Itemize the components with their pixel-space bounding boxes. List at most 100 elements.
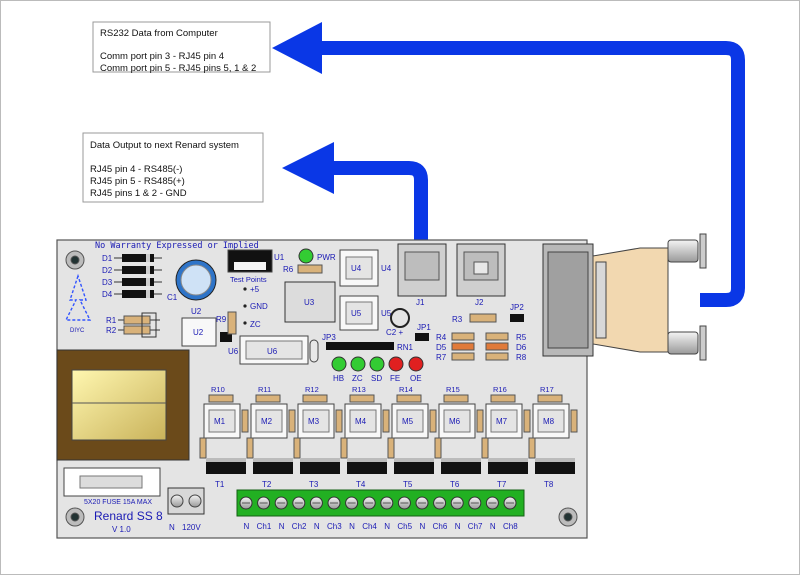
logo-text: DIYC [70,328,85,334]
triac-label: T2 [262,480,272,489]
channel-gate-resistor [429,409,437,433]
resistor-network-rn1: RN1 [340,342,414,352]
channel-section: R10M1T1R11M2T2R12M3T3R13M4T4R14M5T5R15M6… [199,385,578,489]
channel-resistor-label: R17 [540,385,554,394]
led-hb: HB [331,356,347,383]
channel-resistor-label: R14 [399,385,413,394]
diyc-logo: DIYC [64,273,92,334]
diode-array: D1 D2 D3 D4 [102,254,162,299]
test-points: +5 GND ZC [243,285,268,329]
channel-snubber-resistor [528,437,536,459]
diode-d1: D1 [102,254,162,263]
terminal-label: Ch2 [292,522,307,531]
capacitor-c1: C1 [167,259,217,302]
fuse-holder: 5X20 FUSE 15A MAX [63,467,161,506]
resistor-r3: R3 [452,313,497,324]
output-callout-title: Data Output to next Renard system [90,140,239,151]
diode-label: D2 [102,266,113,275]
test-points-title: Test Points [230,275,267,284]
u5-label: U5 [381,309,392,318]
triac-label: T4 [356,480,366,489]
channel-resistor [490,394,516,403]
regulator-u1: U1 Test Points [227,249,285,284]
power-terminal-label: N [169,523,175,532]
channel-gate-resistor [382,409,390,433]
chip-u3: U3 [284,281,336,323]
opto-chip [302,409,330,433]
channel-gate-resistor [288,409,296,433]
channel-resistor [349,394,375,403]
db9-connector [542,233,707,361]
led-label: OE [410,374,422,383]
input-arrow-path [700,255,745,307]
channel-resistor [396,394,422,403]
triac-tab [441,458,481,462]
triac-label: T8 [544,480,554,489]
terminal-label: Ch3 [327,522,342,531]
terminal-label: Ch6 [433,522,448,531]
terminal-label: N [244,522,250,531]
terminal-label: N [490,522,496,531]
jumper-jp1: JP1 [415,323,431,341]
terminal-label: Ch8 [503,522,518,531]
part-label-left: R7 [436,353,447,362]
channel-resistor [208,394,234,403]
pwr-led: PWR R6 [283,248,336,274]
rj45-j2: J2 [456,243,506,307]
resistor-label: R2 [106,326,117,335]
part-label-right: R8 [516,353,527,362]
opto-u2: U2 U2 [181,307,232,347]
diode-label: D4 [102,290,113,299]
u2-label-top: U2 [191,307,202,316]
led-label: FE [390,374,400,383]
chip-u4: U4 U4 [339,249,392,287]
j1-label: J1 [416,298,425,307]
part-label-left: R4 [436,333,447,342]
channel-gate-resistor [241,409,249,433]
triac-tab [535,458,575,462]
input-arrow-main [322,41,745,288]
opto-chip [490,409,518,433]
diode-d3: D3 [102,278,162,287]
test-point-label: +5 [250,285,260,294]
channel-gate-resistor [335,409,343,433]
j2-label: J2 [475,298,484,307]
opto-chip [537,409,565,433]
channel-snubber-resistor [387,437,395,459]
capacitor-c2: C2 + [386,308,410,337]
diode-d2: D2 [102,266,162,275]
triac [253,462,293,474]
jp2-label: JP2 [510,303,524,312]
part-row-3: R7 R8 [436,352,527,362]
jp3-label: JP3 [322,333,336,342]
u6-label: U6 [228,347,239,356]
triac-tab [253,458,293,462]
opto-chip [443,409,471,433]
triac-tab [206,458,246,462]
circuit-board: No Warranty Expressed or Implied D1 D2 D… [56,239,588,539]
triac [206,462,246,474]
led-label: ZC [352,374,363,383]
terminal-label: N [314,522,320,531]
led-sd: SD [369,356,385,383]
triac-label: T5 [403,480,413,489]
opto-label: M1 [214,417,226,426]
triac-tab [488,458,528,462]
channel-resistor [443,394,469,403]
u5-label-inner: U5 [351,309,362,318]
triac [535,462,575,474]
jumper-jp3: JP3 [322,333,340,350]
channel-resistor [302,394,328,403]
board-name: Renard SS 8 [94,509,163,523]
triac-label: T1 [215,480,225,489]
triac [300,462,340,474]
channel-snubber-resistor [246,437,254,459]
r3-label: R3 [452,315,463,324]
